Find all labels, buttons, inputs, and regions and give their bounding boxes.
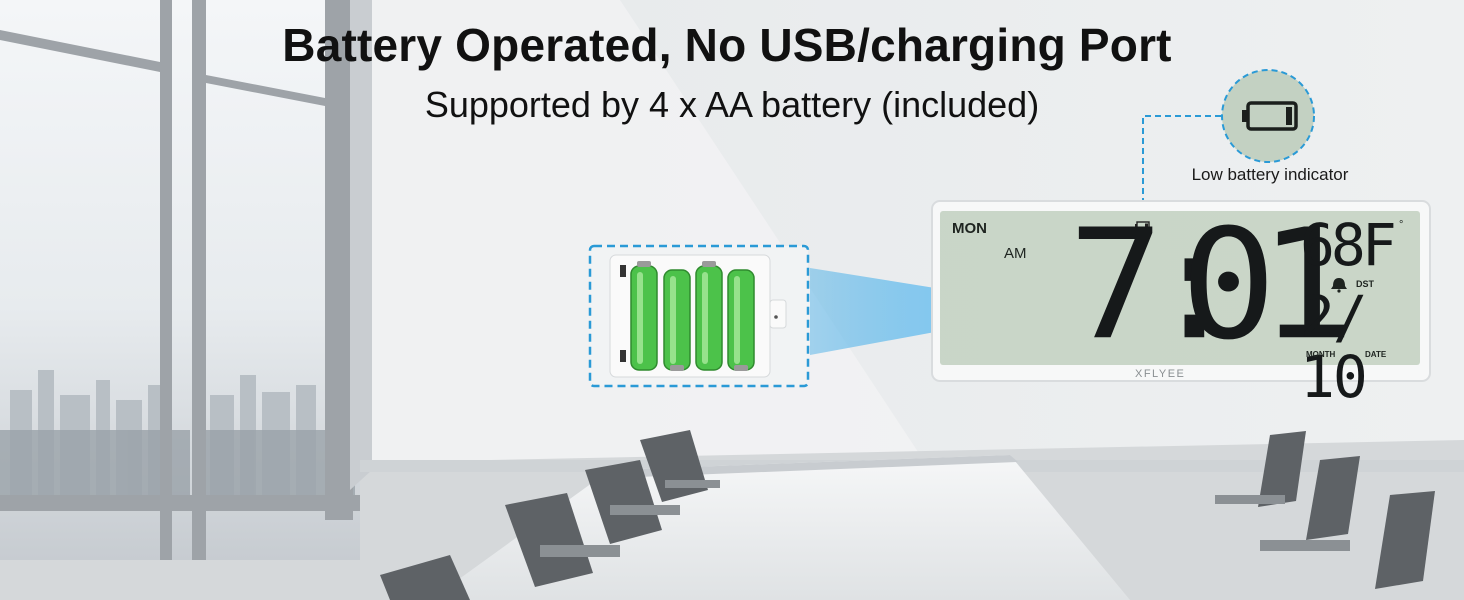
- clock-body: [931, 200, 1431, 382]
- highlight-beam: [810, 268, 935, 355]
- aa-batteries: [630, 261, 755, 371]
- lcd-time-hours: 7: [1068, 195, 1164, 374]
- lcd-date-label: DATE: [1365, 350, 1387, 359]
- lcd-date-separator: /: [1332, 283, 1368, 351]
- battery-2: [663, 269, 691, 371]
- lcd-day-of-month: 10: [1300, 343, 1368, 411]
- lcd-month-label: MONTH: [1306, 350, 1336, 359]
- low-battery-callout: [1221, 69, 1315, 163]
- battery-3: [695, 261, 723, 371]
- lcd-month: 2: [1300, 283, 1335, 351]
- brand-logo: XFLYEE: [1135, 368, 1186, 380]
- subline: Supported by 4 x AA battery (included): [424, 84, 1040, 125]
- lcd-temperature: 68F: [1300, 211, 1397, 279]
- lcd-dst: DST: [1356, 279, 1374, 289]
- connector-line: [1142, 115, 1222, 214]
- battery-4: [727, 269, 755, 371]
- low-battery-indicator-label: Low battery indicator: [1191, 165, 1349, 184]
- lcd-time: 7:01: [1068, 195, 1355, 374]
- lcd-day: MON: [952, 220, 987, 237]
- lcd-date: 2/ 10: [1300, 287, 1464, 407]
- lcd-degree-symbol: °: [1399, 219, 1404, 231]
- alarm-bell-icon: [1331, 278, 1347, 293]
- lcd-time-minutes: 01: [1180, 195, 1355, 374]
- battery-1: [630, 261, 658, 371]
- lcd-ampm: AM: [1004, 245, 1027, 262]
- lcd-battery-icon: [1135, 221, 1150, 230]
- headline: Battery Operated, No USB/charging Port: [282, 19, 1172, 71]
- lcd-time-colon: :: [1146, 195, 1242, 374]
- battery-low-icon: [1242, 101, 1298, 131]
- battery-compartment-callout: [588, 244, 810, 388]
